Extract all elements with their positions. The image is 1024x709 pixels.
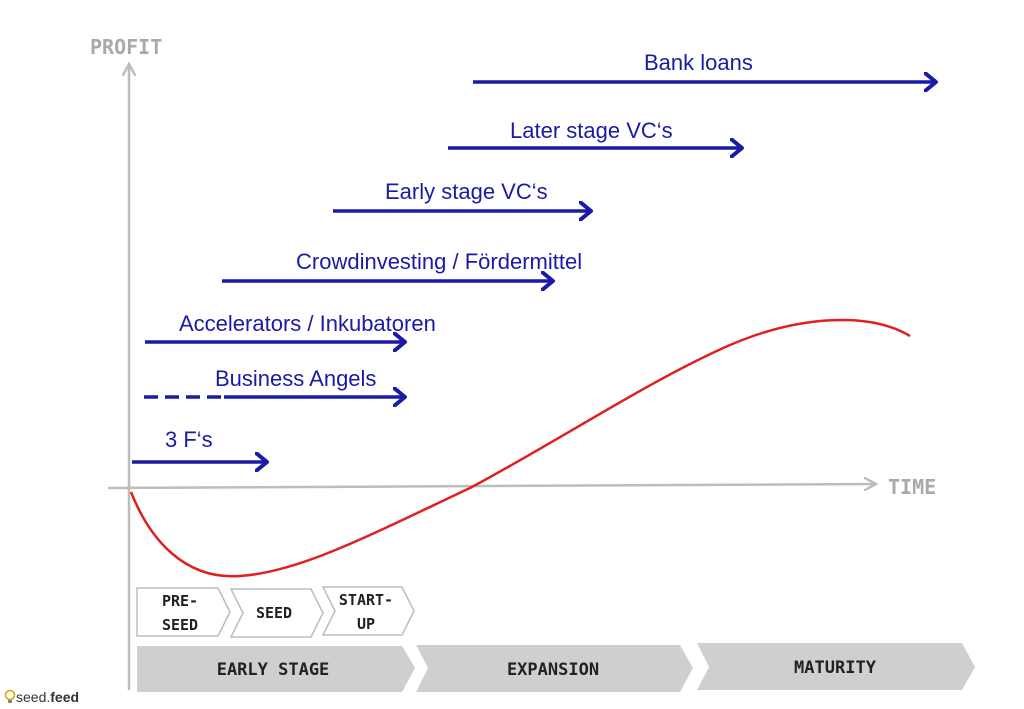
arrow-label-3fs: 3 F‘s	[165, 427, 213, 452]
profit-curve	[129, 318, 911, 578]
arrow-early-stage-vc: Early stage VC‘s	[333, 179, 591, 211]
logo-text-seed: seed.	[16, 689, 51, 705]
arrow-3fs: 3 F‘s	[132, 427, 267, 462]
stage-maturity-label: MATURITY	[794, 658, 877, 678]
x-axis-label: TIME	[888, 475, 936, 499]
arrow-accelerators: Accelerators / Inkubatoren	[145, 311, 436, 342]
stage-early-stage-label: EARLY STAGE	[217, 660, 330, 680]
x-axis	[107, 484, 876, 488]
stage-expansion: EXPANSION	[416, 645, 693, 692]
arrow-bank-loans: Bank loans	[473, 50, 936, 82]
seedfeed-logo: seed.feed	[4, 688, 79, 706]
arrow-crowdinvesting: Crowdinvesting / Fördermittel	[222, 249, 582, 281]
stage-seed-label: SEED	[256, 604, 292, 622]
arrow-label-bank-loans: Bank loans	[644, 50, 753, 75]
logo-text-feed: feed	[50, 689, 80, 705]
arrow-label-crowdinvesting: Crowdinvesting / Fördermittel	[296, 249, 582, 274]
stage-expansion-label: EXPANSION	[507, 660, 599, 680]
arrow-later-stage-vc: Later stage VC‘s	[448, 118, 742, 148]
stage-start-up-line1: START-	[339, 591, 393, 609]
y-axis-label: PROFIT	[90, 35, 162, 59]
stage-seed: SEED	[229, 588, 324, 638]
arrow-label-later-stage-vc: Later stage VC‘s	[510, 118, 673, 143]
arrow-business-angels: Business Angels	[144, 366, 405, 397]
lightbulb-icon	[4, 689, 16, 703]
stage-start-up: START- UP	[321, 586, 415, 636]
arrow-label-early-stage-vc: Early stage VC‘s	[385, 179, 548, 204]
stage-early-stage: EARLY STAGE	[137, 646, 415, 692]
stage-pre-seed-line2: SEED	[162, 616, 198, 634]
stage-pre-seed: PRE- SEED	[136, 587, 231, 637]
arrow-label-accelerators: Accelerators / Inkubatoren	[179, 311, 436, 336]
arrow-label-business-angels: Business Angels	[215, 366, 376, 391]
stage-start-up-line2: UP	[357, 615, 375, 633]
stage-pre-seed-line1: PRE-	[162, 592, 198, 610]
stage-maturity: MATURITY	[697, 643, 975, 690]
